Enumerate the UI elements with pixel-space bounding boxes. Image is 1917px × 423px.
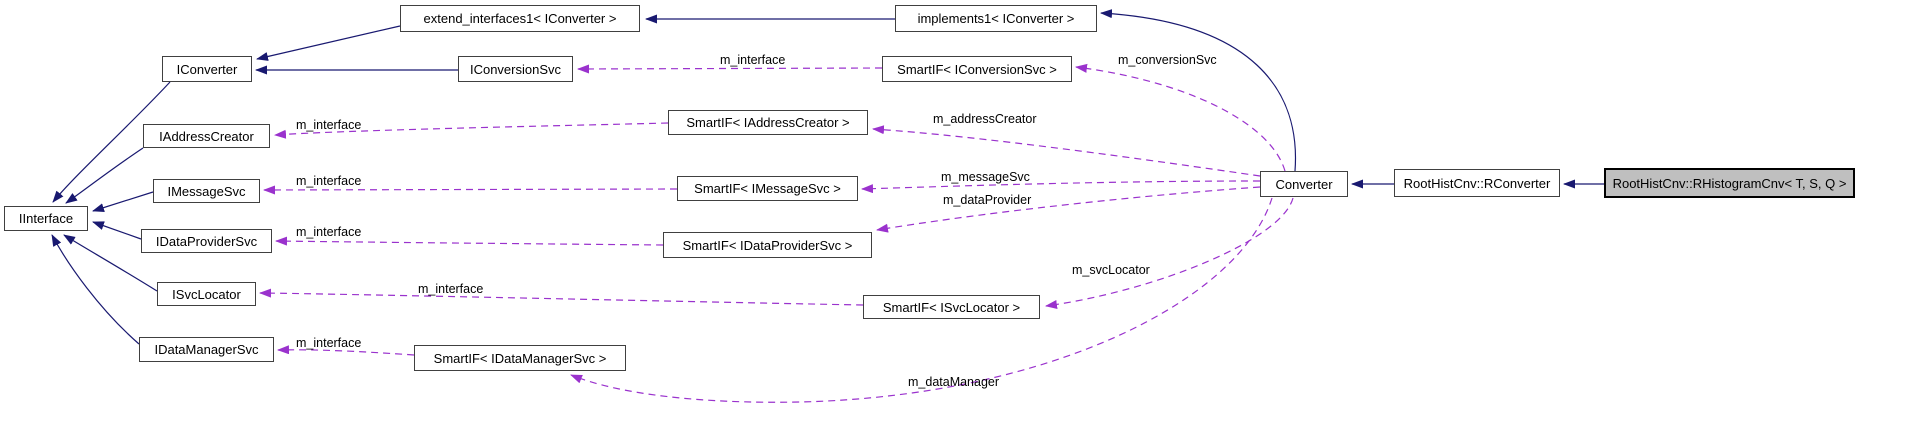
node-iaddresscreator[interactable]: IAddressCreator bbox=[143, 124, 270, 148]
node-rhistogramcnv-current: RootHistCnv::RHistogramCnv< T, S, Q > bbox=[1604, 168, 1855, 198]
node-imessagesvc[interactable]: IMessageSvc bbox=[153, 179, 260, 203]
edge-idataprovidersvc-to-iinterface bbox=[92, 221, 142, 240]
edge-label-m-interface-messagesvc: m_interface bbox=[296, 174, 362, 188]
edge-label-m-datamanager: m_dataManager bbox=[908, 375, 1000, 389]
node-idataprovidersvc[interactable]: IDataProviderSvc bbox=[141, 229, 272, 253]
edge-smartifaddresscreator-to-iaddresscreator bbox=[274, 122, 669, 139]
edge-label-m-interface-svclocator: m_interface bbox=[418, 282, 484, 296]
edge-iaddresscreator-to-iinterface bbox=[65, 147, 144, 204]
node-extend-interfaces1[interactable]: extend_interfaces1< IConverter > bbox=[400, 5, 640, 32]
edge-idatamanagersvc-to-iinterface bbox=[51, 234, 140, 345]
node-smartif-imessagesvc[interactable]: SmartIF< IMessageSvc > bbox=[677, 176, 858, 201]
edge-smartifidatamanagersvc-to-idatamanagersvc bbox=[277, 345, 415, 356]
node-iinterface[interactable]: IInterface bbox=[4, 206, 88, 231]
edge-converter-to-smartifaddresscreator bbox=[872, 125, 1261, 177]
edge-smartifidataprovidersvc-to-idataprovidersvc bbox=[275, 236, 664, 246]
edge-label-m-interface-conversionsvc: m_interface bbox=[720, 53, 786, 67]
node-isvclocator[interactable]: ISvcLocator bbox=[157, 282, 256, 306]
edge-smartifimessagesvc-to-imessagesvc bbox=[263, 185, 678, 195]
edge-label-m-interface-datamanagersvc: m_interface bbox=[296, 336, 362, 350]
edge-converter-to-smartifconversionsvc bbox=[1075, 63, 1286, 172]
edge-label-m-addresscreator: m_addressCreator bbox=[933, 112, 1037, 126]
node-smartif-iconversionsvc[interactable]: SmartIF< IConversionSvc > bbox=[882, 56, 1072, 82]
edge-label-m-conversionsvc: m_conversionSvc bbox=[1118, 53, 1217, 67]
edge-label-m-dataprovider: m_dataProvider bbox=[943, 193, 1032, 207]
node-rconverter[interactable]: RootHistCnv::RConverter bbox=[1394, 169, 1560, 197]
node-smartif-isvclocator[interactable]: SmartIF< ISvcLocator > bbox=[863, 295, 1040, 319]
edge-converter-to-smartifimessagesvc bbox=[861, 180, 1261, 194]
edge-iconverter-to-iinterface bbox=[52, 81, 171, 203]
node-smartif-idataprovidersvc[interactable]: SmartIF< IDataProviderSvc > bbox=[663, 232, 872, 258]
edge-label-m-messagesvc: m_messageSvc bbox=[941, 170, 1030, 184]
node-converter[interactable]: Converter bbox=[1260, 171, 1348, 197]
edge-imessagesvc-to-iinterface bbox=[92, 191, 154, 212]
edge-label-m-interface-addresscreator: m_interface bbox=[296, 118, 362, 132]
edge-smartifconversionsvc-to-iconversionsvc bbox=[577, 64, 883, 74]
node-implements1[interactable]: implements1< IConverter > bbox=[895, 5, 1097, 32]
node-smartif-iaddresscreator[interactable]: SmartIF< IAddressCreator > bbox=[668, 110, 868, 135]
edge-isvclocator-to-iinterface bbox=[63, 234, 158, 292]
edge-converter-to-smartifidataprovidersvc bbox=[876, 186, 1261, 233]
edge-extendinterfaces1-to-iconverter bbox=[256, 25, 401, 61]
edge-converter-to-implements1 bbox=[1100, 9, 1297, 172]
edge-label-m-svclocator: m_svcLocator bbox=[1072, 263, 1150, 277]
node-idatamanagersvc[interactable]: IDataManagerSvc bbox=[139, 337, 274, 362]
edge-converter-to-smartifisvclocator bbox=[1045, 197, 1294, 309]
node-iconverter[interactable]: IConverter bbox=[162, 56, 252, 82]
node-iconversionsvc[interactable]: IConversionSvc bbox=[458, 56, 573, 82]
edge-label-m-interface-dataprovidersvc: m_interface bbox=[296, 225, 362, 239]
node-smartif-idatamanagersvc[interactable]: SmartIF< IDataManagerSvc > bbox=[414, 345, 626, 371]
edge-smartifisvclocator-to-isvclocator bbox=[259, 288, 864, 306]
edge-converter-to-smartifidatamanagersvc bbox=[570, 197, 1273, 403]
